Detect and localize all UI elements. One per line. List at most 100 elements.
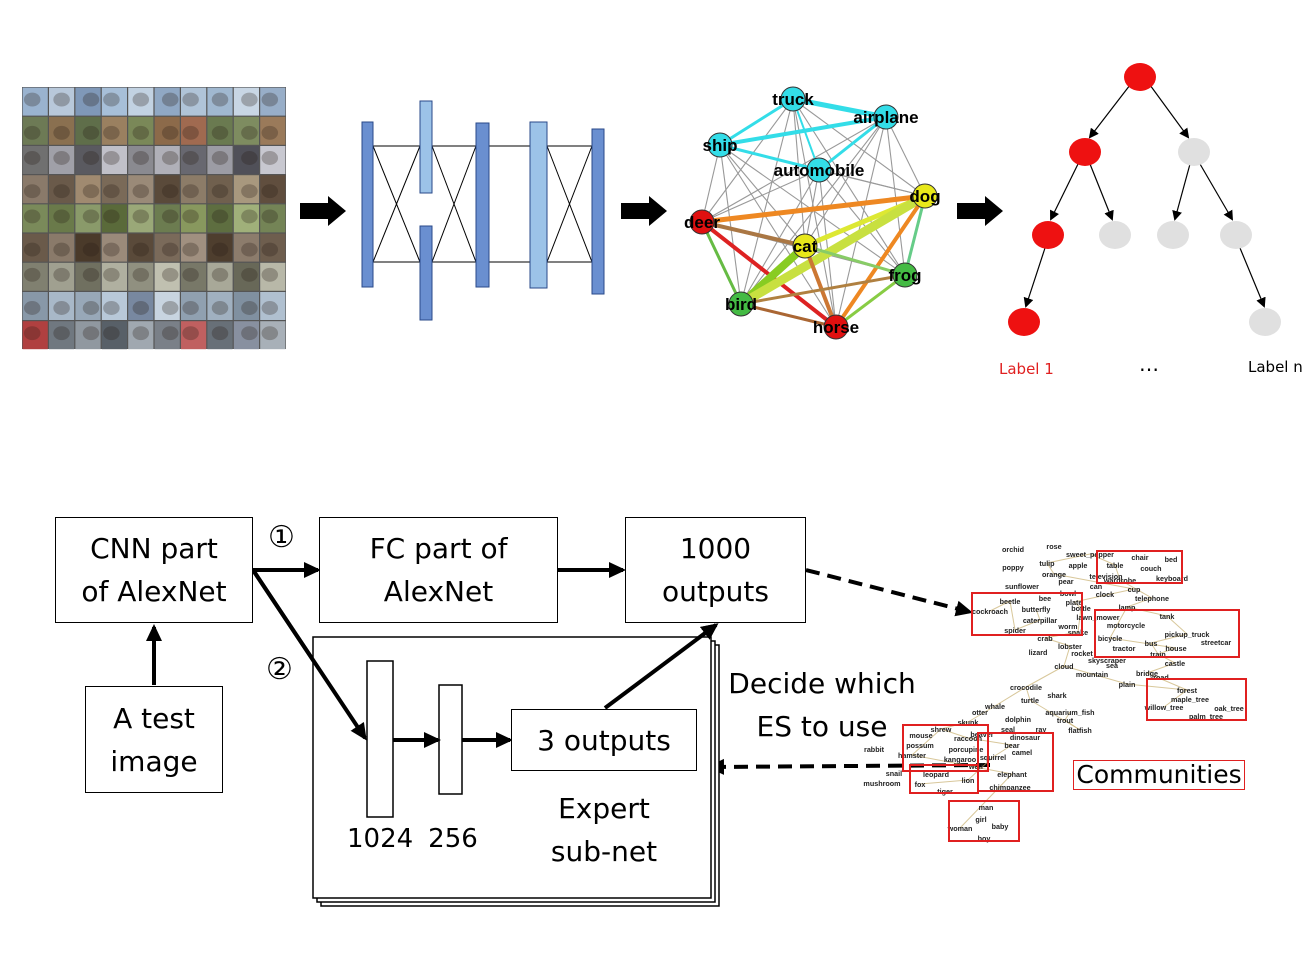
thumbnail-subject xyxy=(132,92,150,107)
dataset-thumbnail xyxy=(49,116,75,145)
community-edge xyxy=(994,686,1027,707)
dataset-thumbnail xyxy=(181,204,207,233)
community-word: bed xyxy=(1165,555,1178,564)
dataset-thumbnail xyxy=(233,146,259,174)
dataset-thumbnail xyxy=(101,233,127,262)
graph-edge-strong xyxy=(903,194,927,277)
layer-1024-label: 1024 xyxy=(347,824,414,854)
dataset-thumbnail xyxy=(49,262,75,291)
thumbnail-subject xyxy=(82,209,100,224)
community-word: apple xyxy=(1069,561,1088,570)
expert-sub-net-label: Expert sub-net xyxy=(550,792,658,868)
dataset-thumbnail xyxy=(75,146,101,174)
community-word: keyboard xyxy=(1156,574,1188,583)
community-word: lizard xyxy=(1029,648,1048,657)
thumbnail-subject xyxy=(211,125,229,140)
graph-edge-strong xyxy=(792,98,820,171)
dataset-thumbnail xyxy=(181,292,207,320)
thumbnail-subject xyxy=(161,301,179,315)
dataset-thumbnail xyxy=(260,233,286,262)
thumbnail-subject xyxy=(161,326,179,341)
thumbnail-subject xyxy=(23,184,41,199)
graph-node-label: bird xyxy=(725,295,757,314)
community-word: lion xyxy=(962,776,975,785)
thumbnail-subject xyxy=(161,242,179,257)
arrow-cnn-to-expert-top xyxy=(251,568,367,741)
cnn-schematic xyxy=(372,145,593,263)
tree-label-1: Label 1 xyxy=(999,360,1054,378)
dataset-thumbnail xyxy=(128,175,154,204)
dataset-thumbnail xyxy=(260,87,286,116)
community-word: beaver xyxy=(970,730,993,739)
community-edge xyxy=(1089,553,1116,566)
dataset-thumbnail xyxy=(101,146,127,174)
dataset-thumbnail xyxy=(260,321,286,350)
dataset-thumbnail xyxy=(49,233,75,262)
community-word: porcupine xyxy=(949,745,984,754)
thumbnail-subject xyxy=(132,301,150,315)
community-word: couch xyxy=(1140,564,1161,573)
community-word: train xyxy=(1150,650,1166,659)
dataset-thumbnail xyxy=(207,262,233,291)
community-word: tractor xyxy=(1113,644,1136,653)
community-word: beetle xyxy=(1000,597,1021,606)
community-word: lawn_mower xyxy=(1076,613,1119,622)
expert-layer-1024 xyxy=(366,660,394,818)
community-box xyxy=(1096,550,1183,584)
thumbnail-subject xyxy=(182,242,199,257)
thumbnail-subject xyxy=(23,242,41,257)
thumbnail-subject xyxy=(82,267,100,282)
dataset-thumbnail xyxy=(75,233,101,262)
community-word: ray xyxy=(1036,725,1047,734)
thumbnail-subject xyxy=(82,301,100,315)
thumbnail-subject xyxy=(241,184,258,199)
community-word: leopard xyxy=(923,770,949,779)
dataset-thumbnail xyxy=(75,116,101,145)
tree-node-root xyxy=(1124,63,1156,91)
community-edge xyxy=(1150,633,1188,644)
community-edge xyxy=(1109,637,1177,649)
community-word: rocket xyxy=(1071,649,1093,658)
dataset-thumbnail xyxy=(207,116,233,145)
class-similarity-graph: truckairplaneshipautomobiledogdeercatfro… xyxy=(684,86,941,340)
tree-node-l2-c xyxy=(1157,221,1189,249)
community-edge xyxy=(1157,647,1177,655)
dataset-thumbnail xyxy=(101,175,127,204)
community-word: crocodile xyxy=(1010,683,1042,692)
thumbnail-subject xyxy=(103,301,120,315)
thumbnail-subject xyxy=(211,151,229,165)
community-edge xyxy=(1146,662,1176,674)
dataset-thumbnail xyxy=(49,321,75,350)
dataset-thumbnail xyxy=(154,204,180,233)
community-word: squirrel xyxy=(980,753,1006,762)
graph-edge xyxy=(818,169,926,197)
graph-node-bird xyxy=(728,291,754,317)
community-word: tiger xyxy=(937,787,953,796)
dataset-thumbnail xyxy=(128,87,154,116)
community-word: house xyxy=(1165,644,1186,653)
thumbnail-subject xyxy=(103,242,120,257)
graph-edge xyxy=(792,98,926,197)
community-word: telephone xyxy=(1135,594,1169,603)
thumbnail-subject xyxy=(53,242,70,257)
thumbnail-subject xyxy=(132,209,150,224)
thumbnail-subject xyxy=(241,209,258,224)
fc-part-box: FC part of AlexNet xyxy=(319,517,558,623)
layer-256-label: 256 xyxy=(428,824,478,854)
community-word: oak_tree xyxy=(1214,704,1244,713)
graph-node-label: frog xyxy=(888,266,921,285)
community-word: worm xyxy=(1057,622,1077,631)
dataset-thumbnail xyxy=(22,87,48,116)
community-edge xyxy=(1029,699,1081,731)
thumbnail-subject xyxy=(161,125,179,140)
thumbnail-subject xyxy=(103,184,120,199)
thumbnail-subject xyxy=(182,184,199,199)
flow-arrow-1 xyxy=(300,196,346,226)
thumbnail-subject xyxy=(261,301,279,315)
dataset-thumbnail xyxy=(22,321,48,350)
community-word: bicycle xyxy=(1098,634,1122,643)
community-word: rose xyxy=(1046,542,1061,551)
tree-node-leaf-right xyxy=(1249,308,1281,336)
dataset-thumbnail xyxy=(260,175,286,204)
